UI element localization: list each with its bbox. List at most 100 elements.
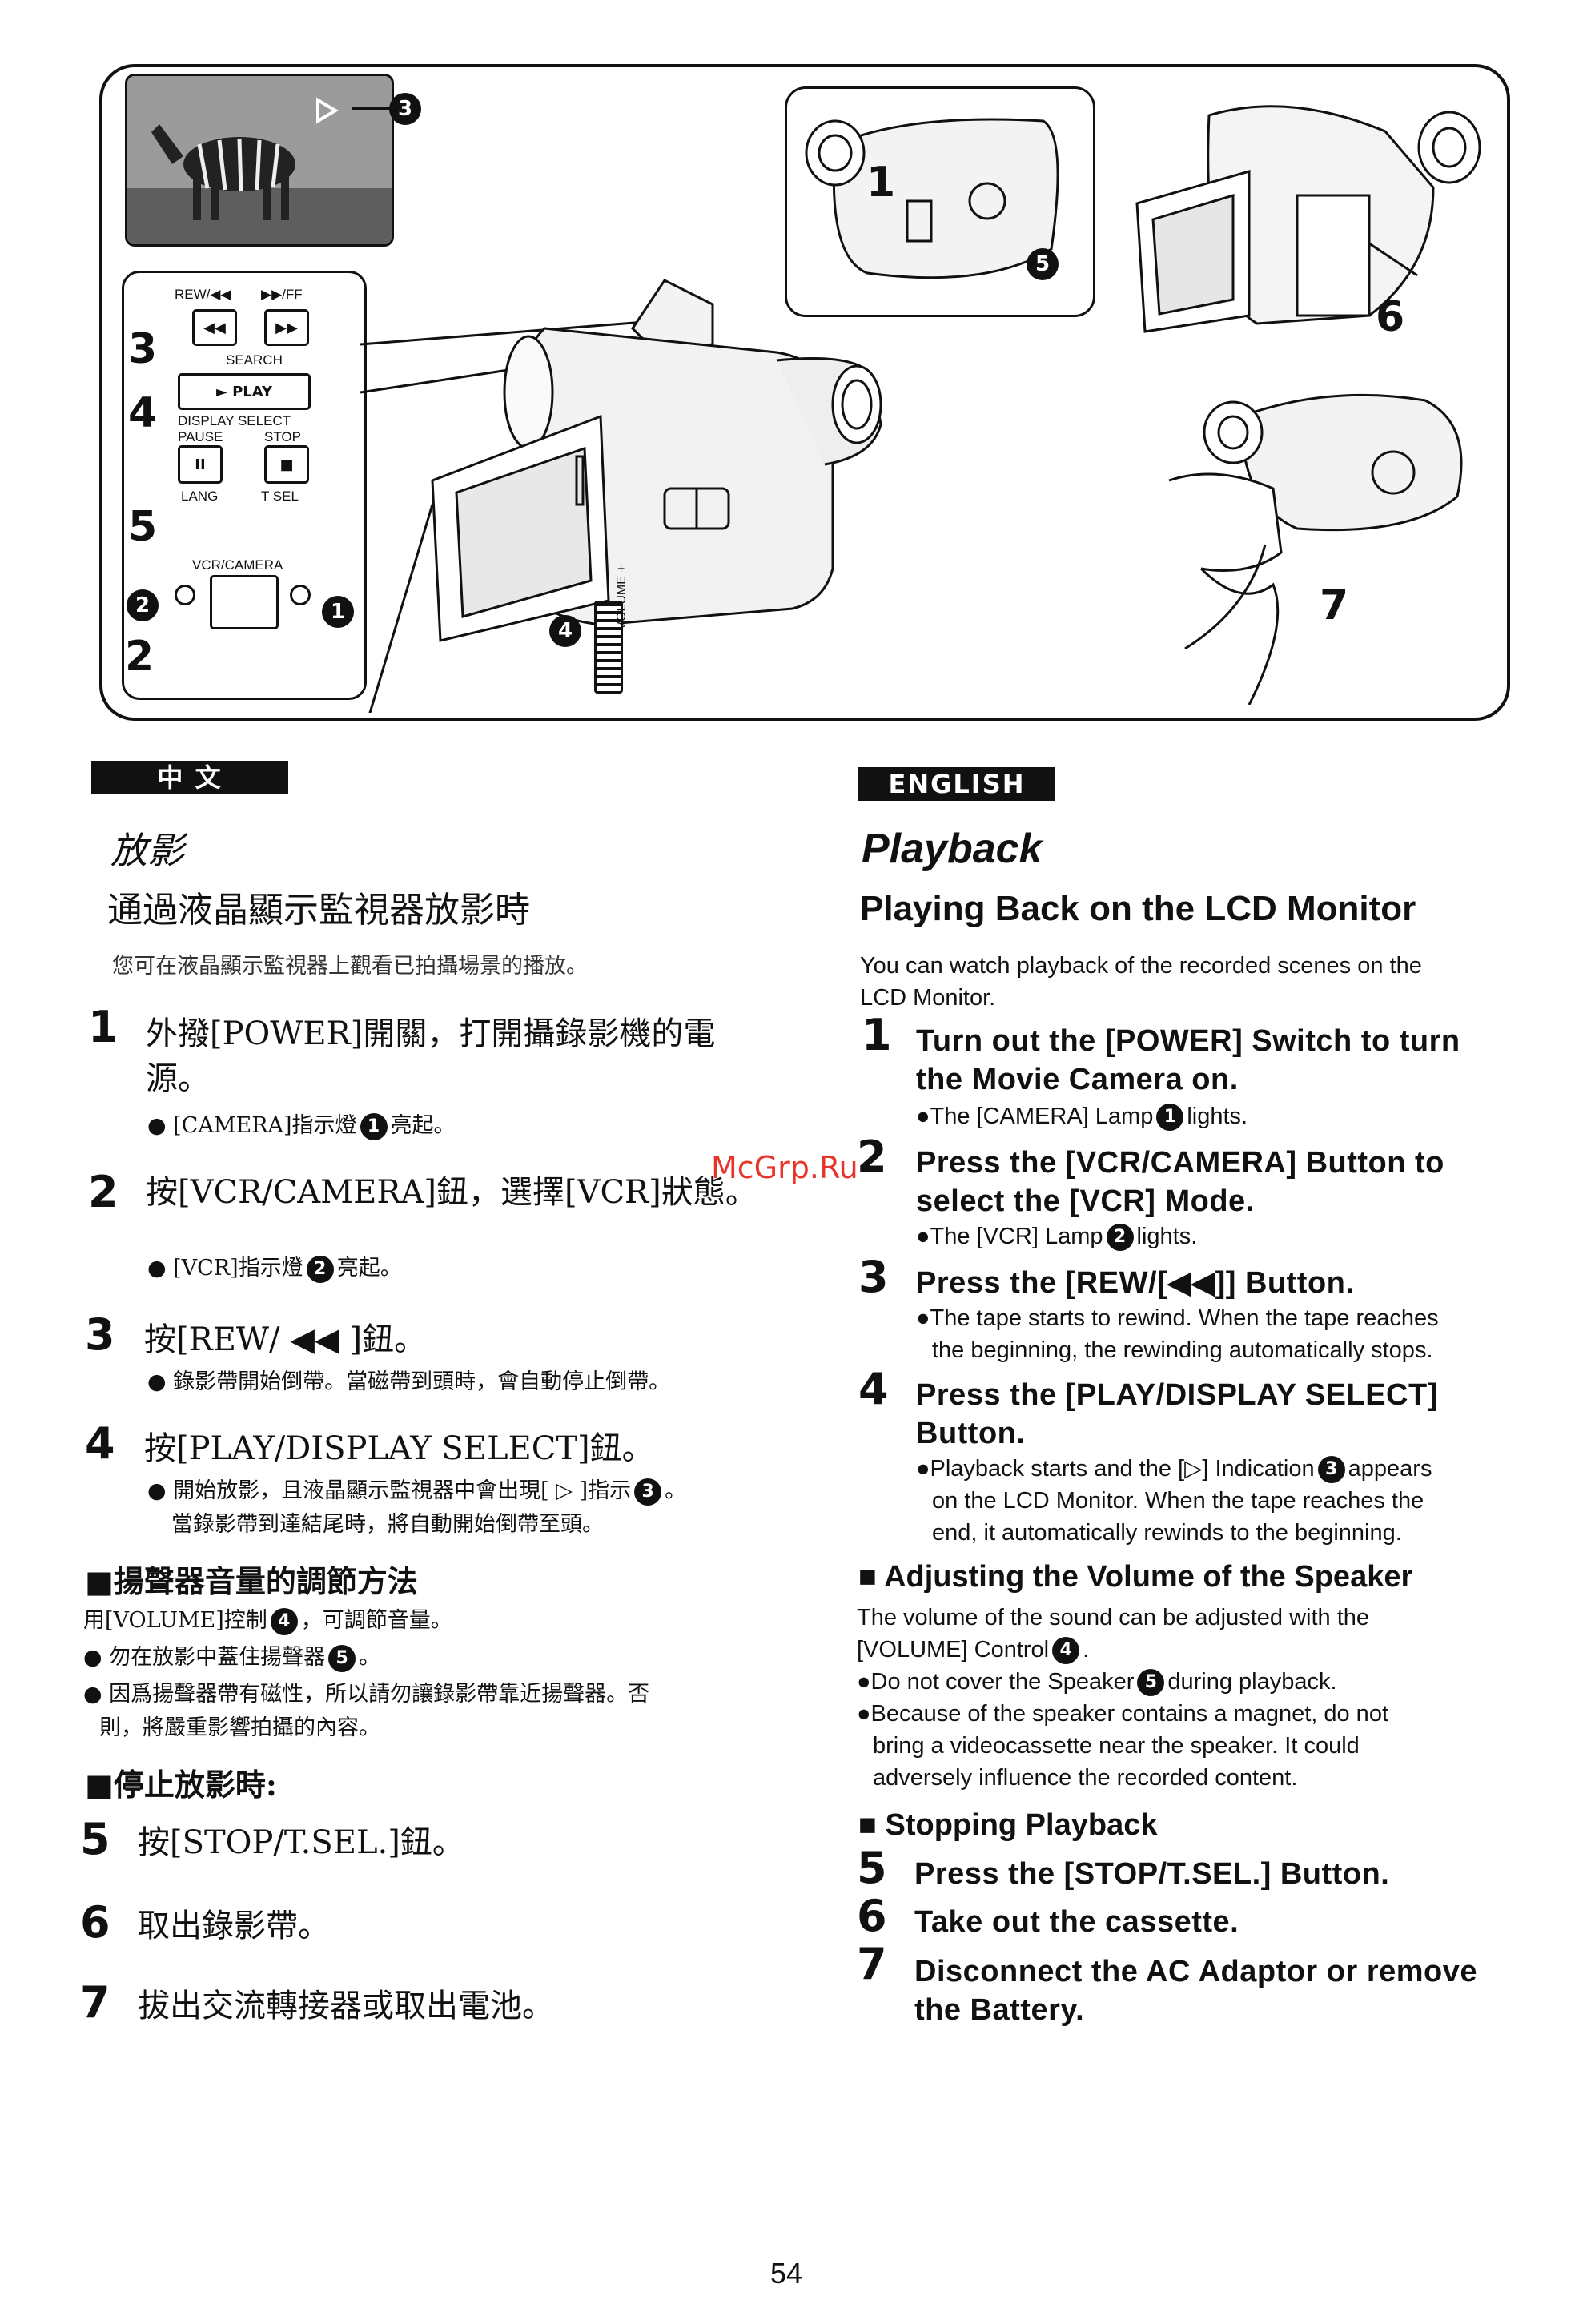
ff-button: ▶▶ bbox=[264, 309, 309, 346]
zh-volume-bullet-2: ● 因爲揚聲器帶有磁性，所以請勿讓錄影帶靠近揚聲器。否 bbox=[83, 1682, 650, 1707]
en-step-3-note-2: the beginning, the rewinding automatical… bbox=[932, 1337, 1433, 1363]
callout-4: 4 bbox=[128, 389, 158, 437]
zh-volume-line-post: ，可調節音量。 bbox=[300, 1608, 452, 1633]
en-volume-heading: ■ Adjusting the Volume of the Speaker bbox=[858, 1560, 1413, 1594]
camcorder-illustration bbox=[360, 279, 882, 713]
en-step-2-note-circ: 2 bbox=[1106, 1224, 1134, 1252]
watermark-text: McGrp.Ru bbox=[711, 1150, 858, 1185]
en-volume-bullet-1-circ: 5 bbox=[1137, 1669, 1165, 1697]
lang-label: LANG bbox=[181, 489, 219, 504]
en-step-4-note-1-circ: 3 bbox=[1317, 1456, 1345, 1484]
battery-removal-illustration bbox=[1168, 393, 1463, 705]
english-section-badge: ENGLISH bbox=[858, 767, 1055, 801]
zh-step-5-text: 按[STOP/T.SEL.]鈕。 bbox=[138, 1824, 464, 1861]
zh-volume-bullet-2b: 則，將嚴重影響拍攝的內容。 bbox=[99, 1715, 380, 1740]
en-step-4-note-1-post: appears bbox=[1348, 1456, 1432, 1482]
zh-step-3-text: 按[REW/ ◀◀ ]鈕。 bbox=[144, 1321, 427, 1358]
en-step-6-number: 6 bbox=[857, 1891, 887, 1941]
en-volume-bullet-2-line-3: adversely influence the recorded content… bbox=[873, 1765, 1298, 1791]
en-stop-heading: ■ Stopping Playback bbox=[858, 1808, 1158, 1842]
en-step-5-number: 5 bbox=[857, 1843, 887, 1893]
en-volume-line-1: The volume of the sound can be adjusted … bbox=[857, 1605, 1370, 1630]
vcr-lamp-icon bbox=[175, 585, 195, 605]
zh-step-4-note-pre: ● 開始放影，且液晶顯示監視器中會出現[ ▷ ]指示 bbox=[147, 1478, 632, 1503]
rew-button: ◀◀ bbox=[192, 309, 237, 346]
zh-step-4-note-circ: 3 bbox=[634, 1478, 662, 1506]
zh-stop-heading: ■停止放影時: bbox=[85, 1767, 277, 1803]
english-title: Playback bbox=[862, 826, 1043, 872]
zebra-image-icon bbox=[127, 76, 392, 244]
zh-step-2-text: 按[VCR/CAMERA]鈕，選擇[VCR]狀態。 bbox=[146, 1174, 757, 1211]
en-step-3-note-1: ●The tape starts to rewind. When the tap… bbox=[916, 1305, 1439, 1331]
zh-step-2-note-circ: 2 bbox=[306, 1255, 334, 1283]
vcr-camera-label: VCR/CAMERA bbox=[192, 557, 283, 573]
inset-speaker-view bbox=[785, 86, 1095, 317]
en-step-4-note-3: end, it automatically rewinds to the beg… bbox=[932, 1520, 1402, 1546]
chinese-section-badge: 中 文 bbox=[91, 761, 288, 794]
stop-button: ■ bbox=[264, 445, 309, 484]
vcr-camera-button bbox=[210, 575, 279, 629]
display-select-label: DISPLAY SELECT bbox=[178, 413, 291, 428]
chinese-title: 放影 bbox=[110, 829, 184, 872]
en-step-4-line-2: Button. bbox=[916, 1417, 1026, 1450]
en-step-5-line-1: Press the [STOP/T.SEL.] Button. bbox=[914, 1857, 1390, 1891]
volume-label: – VOLUME + bbox=[615, 565, 629, 641]
en-step-2-note-pre: ●The [VCR] Lamp bbox=[916, 1224, 1103, 1249]
zh-step-1-text-cont: 源。 bbox=[146, 1060, 210, 1097]
zh-step-2-note-pre: ● [VCR]指示燈 bbox=[147, 1256, 303, 1281]
en-step-4-note-2: on the LCD Monitor. When the tape reache… bbox=[932, 1488, 1424, 1514]
callout-circle-4: 4 bbox=[549, 615, 581, 647]
zh-step-3-number: 3 bbox=[85, 1309, 115, 1360]
english-intro-2: LCD Monitor. bbox=[860, 985, 996, 1011]
en-step-1-note-pre: ●The [CAMERA] Lamp bbox=[916, 1104, 1154, 1129]
rew-label: REW/◀◀ bbox=[175, 287, 231, 302]
callout-2: 2 bbox=[125, 633, 155, 681]
en-step-2-number: 2 bbox=[857, 1132, 887, 1182]
en-volume-bullet-2-line-2: bring a videocassette near the speaker. … bbox=[873, 1733, 1360, 1759]
zh-volume-line-pre: 用[VOLUME]控制 bbox=[83, 1608, 267, 1633]
callout-1: 1 bbox=[866, 159, 896, 207]
chinese-subtitle: 通過液晶顯示監視器放影時 bbox=[107, 890, 530, 931]
english-intro-1: You can watch playback of the recorded s… bbox=[860, 953, 1422, 979]
zh-step-2-note-post: 亮起。 bbox=[336, 1256, 402, 1281]
zh-step-4-number: 4 bbox=[85, 1418, 115, 1469]
callout-leader-3 bbox=[352, 107, 400, 110]
zh-step-4-note-2: 當錄影帶到達結尾時，將自動開始倒帶至頭。 bbox=[171, 1512, 604, 1537]
camera-lamp-icon bbox=[290, 585, 311, 605]
chinese-intro: 您可在液晶顯示監視器上觀看已拍攝場景的播放。 bbox=[112, 954, 588, 979]
callout-circle-3: 3 bbox=[389, 93, 421, 125]
en-step-1-note-circ: 1 bbox=[1156, 1104, 1184, 1132]
callout-circle-5: 5 bbox=[1027, 248, 1059, 280]
en-step-1-number: 1 bbox=[862, 1010, 892, 1060]
en-step-4-number: 4 bbox=[858, 1364, 889, 1414]
en-step-7-line-2: the Battery. bbox=[914, 1993, 1085, 2027]
en-volume-bullet-1-pre: ●Do not cover the Speaker bbox=[857, 1669, 1135, 1695]
illustration-frame bbox=[99, 64, 1510, 721]
stop-label: STOP bbox=[264, 429, 301, 444]
zh-step-7-text: 拔出交流轉接器或取出電池。 bbox=[138, 1988, 554, 2024]
en-step-3-number: 3 bbox=[858, 1252, 889, 1302]
en-step-3-line-1: Press the [REW/[◀◀]] Button. bbox=[916, 1266, 1355, 1300]
zh-volume-bullet-1-circ: 5 bbox=[328, 1644, 356, 1672]
page-number: 54 bbox=[770, 2257, 803, 2290]
zh-step-1-note-post: 亮起。 bbox=[390, 1113, 456, 1138]
zh-volume-bullet-1-post: 。 bbox=[359, 1645, 381, 1670]
cassette-eject-illustration bbox=[1135, 105, 1481, 333]
zh-step-7-number: 7 bbox=[80, 1977, 110, 2028]
en-volume-line-2-circ: 4 bbox=[1052, 1637, 1080, 1665]
zh-step-3-note: ● 錄影帶開始倒帶。當磁帶到頭時，會自動停止倒帶。 bbox=[147, 1369, 671, 1394]
en-step-1-note-post: lights. bbox=[1187, 1104, 1248, 1129]
en-step-4-line-1: Press the [PLAY/DISPLAY SELECT] bbox=[916, 1378, 1438, 1412]
ff-label: ▶▶/FF bbox=[261, 287, 303, 302]
en-volume-line-2-pre: [VOLUME] Control bbox=[857, 1637, 1050, 1663]
english-subtitle: Playing Back on the LCD Monitor bbox=[860, 889, 1416, 928]
callout-3: 3 bbox=[128, 325, 158, 373]
